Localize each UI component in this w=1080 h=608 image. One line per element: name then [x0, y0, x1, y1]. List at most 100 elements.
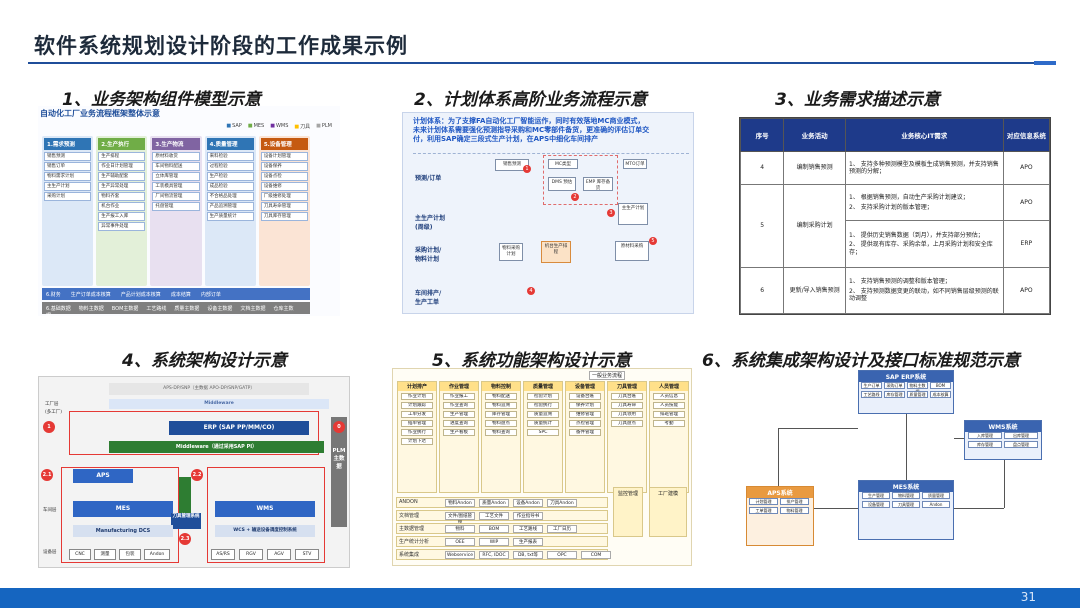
device-node: AGV — [267, 549, 291, 560]
middleware-vertical — [179, 477, 191, 513]
process-column: 1.需求预测销售预测销售订单物料需求计划主生产计划采购计划 — [42, 136, 94, 286]
row-requirement: 1、 支持多种预测模型及模板生成销售预测，并支持销售预测的分解； — [845, 150, 1004, 186]
function-item: 作业计划 — [401, 393, 433, 400]
middleware-top: Middleware — [109, 399, 329, 409]
note-line: 付，利用SAP确定三段式生产计划，在APS中细化车间排产 — [413, 134, 599, 143]
finance-item: 内部订单 — [200, 292, 221, 298]
row-label: 系统集成 — [399, 552, 420, 558]
caption-6: 6、系统集成架构设计及接口标准规范示意 — [702, 351, 1020, 371]
process-box: MC类型 — [548, 159, 578, 169]
row-label: 主数据管理 — [399, 526, 425, 532]
system-cell: 设备管理 — [862, 501, 890, 508]
step-marker: 3 — [607, 209, 615, 217]
process-item: 生产辅助配套 — [98, 172, 146, 181]
row-item: 物料Andon — [445, 499, 475, 507]
process-item: 设备维修 — [260, 182, 309, 191]
process-item: 来料检验 — [206, 152, 254, 161]
highlight-frame — [543, 155, 618, 205]
mes-block: MES — [73, 501, 173, 517]
lane-label: 预测/订单 — [415, 175, 442, 182]
row-activity: 编制采购计划 — [783, 184, 847, 268]
table-row: 5 编制采购计划 1、 根据销售预测，自动生产采购计划建议； 2、 支持采购计划… — [740, 184, 1050, 268]
system-cell: 排产管理 — [780, 498, 809, 505]
system-cell: 生产管理 — [862, 492, 890, 499]
layer-marker: 1 — [43, 421, 55, 433]
system-title: WMS系统 — [965, 421, 1041, 432]
erp-frame — [69, 411, 319, 455]
process-box: DMS 预估 — [548, 177, 576, 191]
process-box: 销售预测 — [495, 159, 529, 171]
layer-marker: 2.2 — [191, 469, 203, 481]
title-divider — [28, 61, 1056, 65]
function-column: 计划排产作业计划计划跟踪工单分发插单管理作业执行计划下达 — [397, 381, 437, 493]
row-number: 5 — [740, 184, 785, 268]
master-data-item: 文档主数据 — [240, 306, 266, 312]
requirement-line: 2、 支持采购计划的版本管理； — [849, 203, 933, 211]
caption-2: 2、计划体系高阶业务流程示意 — [414, 90, 647, 110]
process-item: 物料需求计划 — [44, 172, 92, 181]
master-data-item: 仓库主数据 — [46, 306, 294, 316]
process-item: 车间物料配送 — [152, 162, 200, 171]
function-column: 人员管理人员信息人员技能排班管理考勤 — [649, 381, 689, 493]
function-item: SPC — [527, 429, 559, 436]
function-item: 工单分发 — [401, 411, 433, 418]
row-number: 6 — [740, 266, 785, 314]
process-item: 设备保养 — [260, 162, 309, 171]
column-head: 2.生产执行 — [98, 138, 146, 150]
connector — [814, 508, 858, 509]
requirement-line: 1、 提供历史销售数据（到月），并支持部分预估； — [849, 231, 984, 239]
requirement-line: 2、 提供现有库存、采购余单，上月采购计划和安全库存； — [849, 241, 993, 256]
column-head: 1.需求预测 — [44, 138, 92, 150]
function-item: 进度查询 — [443, 420, 475, 427]
row-item: Webservice — [445, 551, 475, 559]
device-node: CNC — [69, 549, 91, 560]
row-activity: 编制销售预测 — [783, 150, 847, 186]
process-item: 过程检验 — [206, 162, 254, 171]
row-requirement: 1、 根据销售预测，自动生产采购计划建议； 2、 支持采购计划的版本管理； — [845, 184, 1004, 222]
function-item: 作业执行 — [401, 429, 433, 436]
system-cell: 物料主数据 — [907, 382, 928, 394]
tool-management-block: 刀具管理系统 — [171, 513, 201, 529]
row-item: 工厂日历 — [547, 525, 577, 533]
function-column: 物料控制物料配送物料追溯库存管理物料盘点物料查询 — [481, 381, 521, 493]
process-box: EMP 库存备货 — [583, 177, 613, 191]
dcs-block: Manufacturing DCS — [73, 525, 173, 537]
device-node: AS/RS — [211, 549, 235, 560]
device-node: 包装 — [119, 549, 141, 560]
function-item: 保养计划 — [569, 402, 601, 409]
device-node: STV — [295, 549, 319, 560]
system-cell: 盘点管理 — [1004, 441, 1038, 448]
aps-system: APS系统 — [746, 486, 814, 546]
system-cell: BOM — [930, 382, 951, 389]
mes-system: MES系统 — [858, 480, 954, 540]
row-item: 设备Andon — [513, 499, 543, 507]
master-data-item: BOM主数据 — [111, 306, 139, 312]
legend-item: MES — [248, 123, 265, 130]
column-head: 刀具管理 — [608, 382, 646, 391]
process-item: 原材料收货 — [152, 152, 200, 161]
connector — [1004, 460, 1005, 508]
row-item: 文件/图纸管理 — [445, 512, 475, 526]
integration-architecture-diagram: SAP ERP系统 WMS系统 MES系统 APS系统 生产订单采购订单物料主数… — [738, 368, 1051, 569]
system-cell: 库存管理 — [968, 441, 1002, 448]
requirement-line: 1、 支持多种预测模型及模板生成销售预测，并支持销售预测的分解； — [849, 160, 999, 176]
system-cell: 刀具管理 — [892, 501, 920, 508]
caption-5: 5、系统功能架构设计示意 — [432, 351, 631, 371]
device-node: Andon — [144, 549, 170, 560]
function-item: 设备台账 — [569, 393, 601, 400]
function-item: 库存管理 — [485, 411, 517, 418]
process-item: 销售预测 — [44, 152, 92, 161]
row-system: ERP — [1002, 220, 1050, 268]
system-cell: 生产订单 — [861, 382, 882, 389]
process-item: 托盘管理 — [152, 202, 200, 211]
function-item: 物料查询 — [485, 429, 517, 436]
layer-marker: 2.3 — [179, 533, 191, 545]
layer-label: 工厂层 — [45, 402, 59, 407]
row-item: BOM — [479, 525, 509, 533]
top-label: 一般业务流程 — [589, 371, 626, 380]
caption-4: 4、系统架构设计示意 — [122, 351, 287, 371]
plm-block: PLM主数据 — [331, 417, 347, 527]
